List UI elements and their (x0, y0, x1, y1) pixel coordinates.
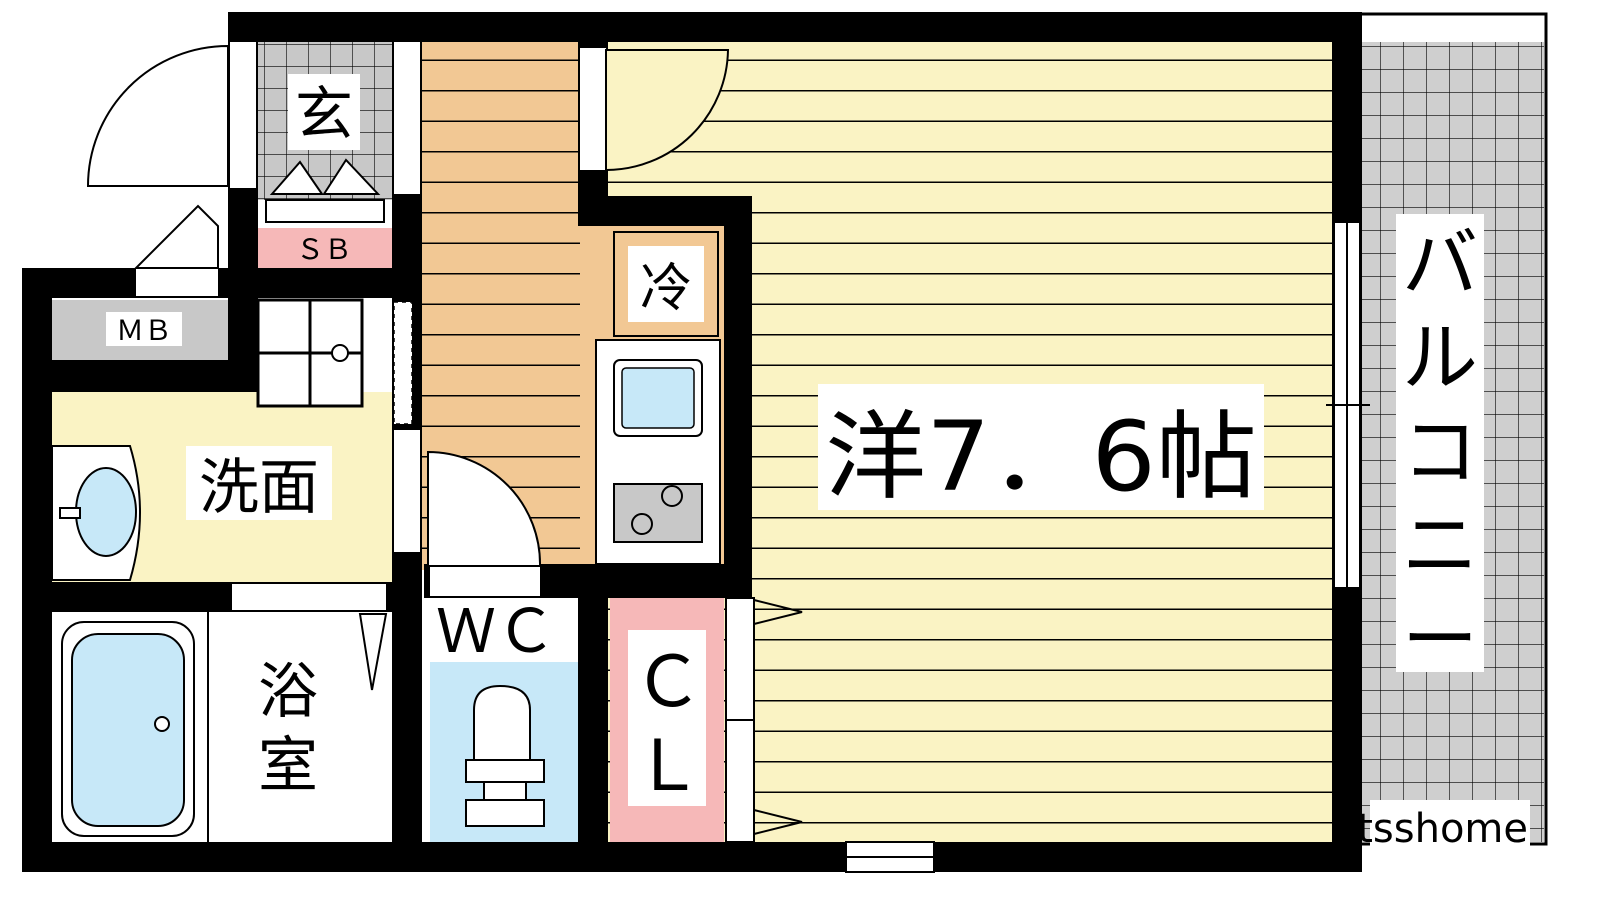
toilet-label-bg (430, 598, 578, 662)
meter-box-label: ＭＢ (116, 314, 172, 347)
watermark-bg (1370, 800, 1530, 848)
stove (613, 483, 703, 543)
bath-label-2: 室 (258, 731, 318, 801)
toilet-tank (465, 759, 545, 783)
closet-label-2: Ｌ (633, 725, 703, 807)
wash-sliding (393, 301, 413, 425)
shoe-box-label: ＳＢ (296, 233, 352, 266)
washroom-label-bg (186, 446, 332, 520)
balcony-label-4: ニ (1402, 501, 1478, 590)
genkan-label-bg (288, 74, 360, 150)
bath-label-1: 浴 (258, 657, 318, 727)
sink-inner (621, 367, 695, 429)
wc-door-opening (430, 566, 540, 596)
closet-label-1: Ｃ (633, 641, 703, 723)
shoe-box (258, 228, 392, 268)
closet-door-lines (726, 599, 803, 835)
room-door-opening (580, 48, 606, 170)
mb-label-bg (106, 312, 182, 346)
genkan-label: 玄 (295, 80, 353, 148)
toilet-label: ＷＣ (436, 597, 556, 667)
drain-circle (331, 344, 349, 362)
faucet (59, 507, 81, 519)
wash-door-opening (394, 430, 420, 552)
bathtub-drain (154, 716, 170, 732)
balcony-label-3: コ (1402, 407, 1478, 496)
washroom-label: 洗面 (199, 453, 319, 523)
entrance-opening (230, 42, 256, 188)
fridge-label-bg (628, 246, 704, 322)
balcony-label-2: ル (1402, 313, 1478, 402)
western-room-label: 洋7．6帖 (825, 401, 1257, 513)
western-label-bg (818, 384, 1264, 510)
balcony-label-5: ー (1402, 595, 1478, 684)
toilet-base (465, 799, 545, 827)
bath-label-bg (250, 648, 326, 798)
toilet-neck (483, 781, 527, 801)
door-swings (86, 44, 730, 691)
sb-opening (394, 42, 420, 194)
bath-door-opening (232, 584, 386, 610)
toilet-bowl (473, 684, 531, 761)
closet-label-bg (628, 630, 706, 806)
shoe-cabinet (265, 199, 385, 223)
balcony-label-bg (1396, 214, 1484, 672)
mb-opening (136, 268, 218, 296)
bathtub-inner (71, 633, 185, 827)
balcony-label-1: バ (1402, 219, 1478, 308)
watermark: itsshome (1346, 806, 1528, 852)
fridge-label: 冷 (640, 259, 692, 319)
washbasin-bowl (75, 467, 137, 557)
burner-1 (661, 485, 683, 507)
burner-2 (631, 513, 653, 535)
